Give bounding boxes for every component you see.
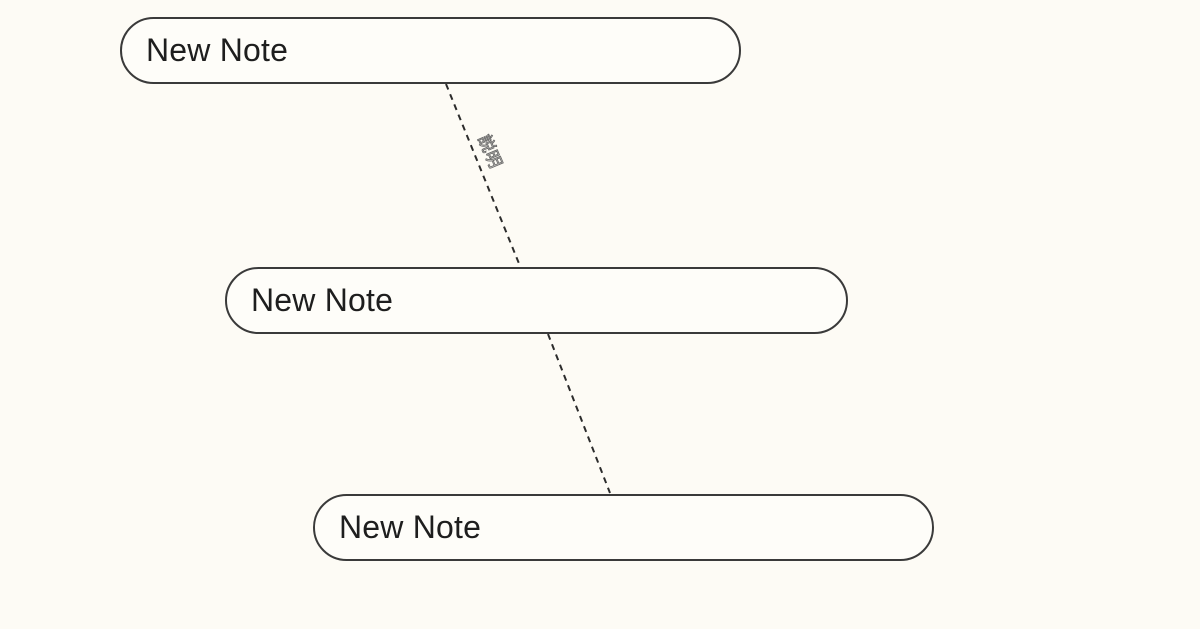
link-line-1-2[interactable] — [445, 83, 521, 267]
link-label-1-2: 説明 — [473, 132, 505, 171]
note-node-3[interactable]: New Note — [313, 494, 934, 561]
note-node-2[interactable]: New Note — [225, 267, 848, 334]
note-title: New Note — [251, 282, 394, 318]
note-title: New Note — [339, 509, 482, 545]
note-node-1[interactable]: New Note — [120, 17, 741, 84]
link-line-2-3[interactable] — [547, 333, 611, 494]
note-title: New Note — [146, 32, 289, 68]
